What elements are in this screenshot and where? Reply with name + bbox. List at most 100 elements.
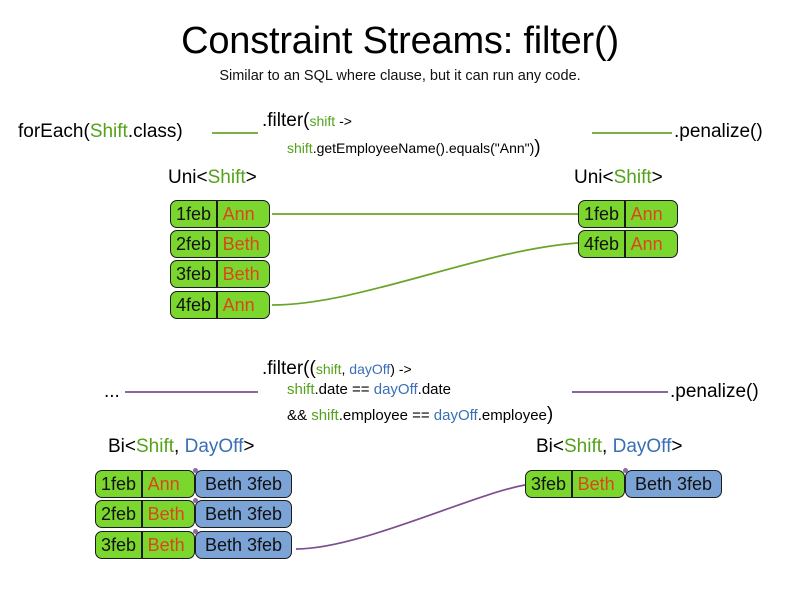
filter2-param-comma: ,: [341, 361, 350, 377]
shift-date: 4feb: [176, 295, 212, 315]
filter2-line3: && shift.employee == dayOff.employee): [287, 404, 553, 426]
filter2-arrow: ) ->: [390, 361, 412, 377]
bi-left-label-type2: DayOff: [184, 436, 244, 457]
filter2-line2: shift.date == dayOff.date: [287, 381, 451, 398]
uni-right-label-suffix: >: [651, 167, 663, 188]
uni-right-label-prefix: Uni<: [574, 167, 614, 188]
tuple-bi-right-1[interactable]: 3feb Beth Beth 3feb: [525, 468, 722, 498]
uni-left-stream-label: Uni<Shift>: [168, 167, 257, 189]
bi-right-stream-label: Bi<Shift, DayOff>: [536, 436, 682, 458]
tuple-join-dot: [193, 529, 198, 534]
filter2-keyword: .filter((: [262, 358, 316, 379]
tuple-join-dot: [623, 468, 628, 473]
tuple-uni-left-1[interactable]: 1feb Ann: [170, 200, 270, 228]
fact-shift[interactable]: 1feb Ann: [578, 200, 678, 228]
row2-source-label: ...: [104, 381, 120, 402]
fact-dayoff[interactable]: Beth 3feb: [195, 500, 292, 528]
fact-dayoff[interactable]: Beth 3feb: [625, 470, 722, 498]
tuple-uni-left-4[interactable]: 4feb Ann: [170, 291, 270, 319]
tuple-uni-right-1[interactable]: 1feb Ann: [578, 200, 678, 228]
foreach-type: Shift: [89, 121, 128, 142]
shift-employee: Ann: [222, 295, 255, 315]
bi-left-label-comma: ,: [174, 436, 185, 457]
shift-date: 4feb: [584, 234, 620, 254]
filter2-l3-shift: shift: [311, 407, 339, 424]
uni-left-label-type: Shift: [207, 167, 246, 188]
fact-shift[interactable]: 3feb Beth: [170, 260, 270, 288]
filter2-close-paren: ): [546, 404, 554, 425]
uni-left-label-prefix: Uni<: [168, 167, 208, 188]
tuple-uni-left-3[interactable]: 3feb Beth: [170, 260, 270, 288]
fact-shift[interactable]: 3feb Beth: [95, 531, 195, 559]
shift-employee: Beth: [147, 504, 185, 524]
fact-dayoff[interactable]: Beth 3feb: [195, 531, 292, 559]
wire-uni-4feb: [271, 242, 579, 306]
tuple-join-dot: [193, 498, 198, 503]
penalize2-label: .penalize(): [670, 381, 759, 402]
bi-left-label-suffix: >: [243, 436, 255, 457]
fact-divider: [141, 532, 143, 558]
foreach-suffix: .class): [127, 121, 183, 142]
shift-employee: Ann: [630, 204, 663, 224]
shift-employee: Beth: [222, 264, 260, 284]
fact-shift[interactable]: 2feb Beth: [170, 230, 270, 258]
filter1-body-param: shift: [287, 140, 313, 156]
filter2-l2-mid: .date ==: [314, 381, 374, 398]
filter2-line1: .filter((shift, dayOff) ->: [262, 358, 412, 380]
fact-shift[interactable]: 3feb Beth: [525, 470, 625, 498]
filter2-l3-mid: .employee ==: [338, 407, 434, 424]
fact-divider: [216, 292, 218, 318]
fact-divider: [624, 201, 626, 227]
filter1-param: shift: [309, 113, 336, 129]
shift-employee: Beth: [577, 474, 615, 494]
bi-right-label-type1: Shift: [564, 436, 603, 457]
filter1-body-call: .getEmployeeName().equals("Ann"): [312, 140, 535, 156]
bi-left-label-type1: Shift: [136, 436, 175, 457]
bi-left-stream-label: Bi<Shift, DayOff>: [108, 436, 254, 458]
tuple-join-dot: [193, 468, 198, 473]
dayoff-value: Beth 3feb: [204, 504, 283, 524]
filter1-line2: shift.getEmployeeName().equals("Ann")): [287, 137, 541, 159]
tuple-bi-left-3[interactable]: 3feb Beth Beth 3feb: [95, 529, 292, 559]
shift-date: 3feb: [176, 264, 212, 284]
bi-right-label-prefix: Bi<: [536, 436, 564, 457]
tuple-uni-left-2[interactable]: 2feb Beth: [170, 230, 270, 258]
fact-divider: [216, 201, 218, 227]
dayoff-value: Beth 3feb: [204, 535, 283, 555]
wire-bi-3feb: [295, 484, 526, 550]
fact-shift[interactable]: 4feb Ann: [170, 291, 270, 319]
fact-shift[interactable]: 1feb Ann: [170, 200, 270, 228]
fact-shift[interactable]: 2feb Beth: [95, 500, 195, 528]
fact-divider: [141, 501, 143, 527]
fact-shift[interactable]: 1feb Ann: [95, 470, 195, 498]
shift-employee: Ann: [630, 234, 663, 254]
uni-right-label-type: Shift: [613, 167, 652, 188]
fact-shift[interactable]: 4feb Ann: [578, 230, 678, 258]
uni-left-label-suffix: >: [245, 167, 257, 188]
filter1-arrow: ->: [335, 113, 352, 129]
filter1-line1: .filter(shift ->: [262, 110, 352, 132]
shift-date: 1feb: [584, 204, 620, 224]
dayoff-value: Beth 3feb: [204, 474, 283, 494]
tuple-bi-left-2[interactable]: 2feb Beth Beth 3feb: [95, 498, 292, 528]
fact-divider: [571, 471, 573, 497]
shift-date: 2feb: [101, 504, 137, 524]
shift-employee: Ann: [147, 474, 180, 494]
filter2-l3-end: .employee: [477, 407, 547, 424]
tuple-uni-right-2[interactable]: 4feb Ann: [578, 230, 678, 258]
foreach-expression: forEach(Shift.class): [18, 121, 183, 143]
shift-employee: Ann: [222, 204, 255, 224]
filter2-l2-shift: shift: [287, 381, 315, 398]
bi-right-label-comma: ,: [602, 436, 613, 457]
shift-employee: Beth: [222, 234, 260, 254]
tuple-bi-left-1[interactable]: 1feb Ann Beth 3feb: [95, 468, 292, 498]
shift-date: 3feb: [101, 535, 137, 555]
shift-employee: Beth: [147, 535, 185, 555]
bi-left-label-prefix: Bi<: [108, 436, 136, 457]
fact-divider: [216, 231, 218, 257]
page-title: Constraint Streams: filter(): [181, 20, 619, 62]
fact-divider: [141, 471, 143, 497]
page-subtitle: Similar to an SQL where clause, but it c…: [219, 68, 581, 84]
fact-dayoff[interactable]: Beth 3feb: [195, 470, 292, 498]
